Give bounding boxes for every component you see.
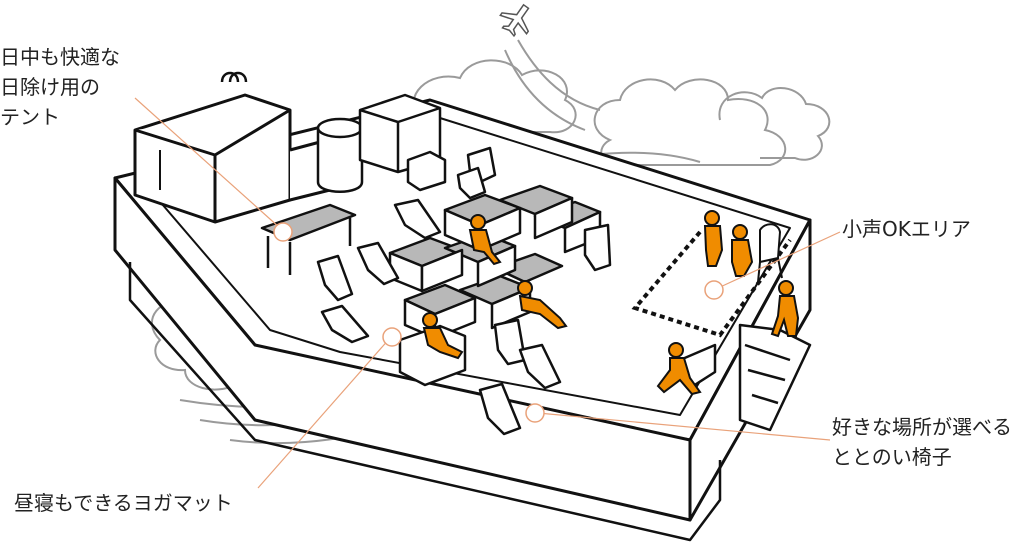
tent-label-line-3: テント xyxy=(0,105,60,129)
person-icon xyxy=(517,280,568,330)
chairs-label-line-1: 好きな場所が選べる xyxy=(832,415,1012,439)
chairs-label-line-2: ととのい椅子 xyxy=(832,445,952,469)
utility-box xyxy=(358,93,447,192)
quiet-area-label: 小声OKエリア xyxy=(842,217,971,241)
quiet-area-zone xyxy=(631,230,792,338)
yoga-mat-label: 昼寝もできるヨガマット xyxy=(14,491,233,515)
tent-label-line-1: 日中も快適な xyxy=(0,45,120,69)
airplane-icon xyxy=(499,3,530,38)
person-icon xyxy=(703,210,724,267)
chair-icon xyxy=(316,146,612,436)
chairs-label: 好きな場所が選べる ととのい椅子 xyxy=(832,412,1012,472)
water-tank-icon xyxy=(316,117,364,193)
mat-blocks xyxy=(388,196,602,387)
chair-icon xyxy=(757,223,783,283)
leader-markers xyxy=(273,222,724,423)
tent-label-line-2: 日除け用の xyxy=(0,75,100,99)
person-icon xyxy=(468,214,502,266)
person-icon xyxy=(422,312,464,360)
cloud-icon xyxy=(593,78,831,166)
leader-lines xyxy=(134,97,841,489)
person-icon xyxy=(656,342,702,396)
tent-label: 日中も快適な 日除け用の テント xyxy=(0,42,120,132)
person-icon xyxy=(770,280,800,338)
